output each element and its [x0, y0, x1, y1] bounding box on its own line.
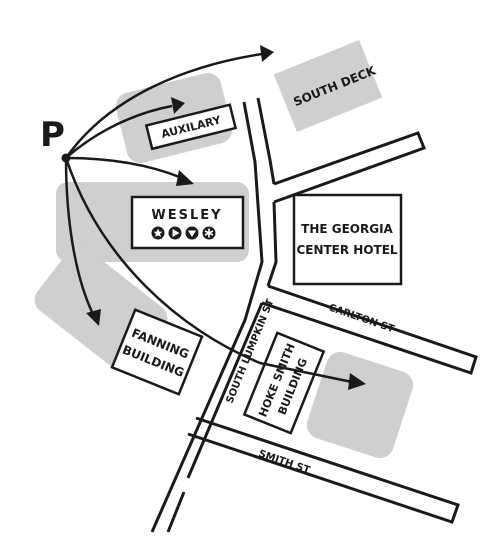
georgia-center-label-line1: THE GEORGIA [301, 222, 393, 236]
south-lumpkin-right-upper [256, 97, 276, 185]
georgia-center-label-line2: CENTER HOTEL [296, 243, 397, 257]
arrow-to-wesley [65, 156, 183, 180]
road-network [150, 97, 478, 533]
arrowhead-south-deck [260, 45, 274, 62]
south-lumpkin-right-lower [186, 302, 264, 479]
upper-cross-street [273, 131, 426, 204]
arrow-to-fanning [64, 157, 94, 313]
hoke-smith-parking-zone [306, 351, 414, 459]
asterisk-in-circle-icon [202, 226, 216, 240]
carlton-street-label: CARLTON ST [327, 302, 396, 335]
down-triangle-in-circle-icon [185, 226, 199, 240]
star-in-circle-icon [151, 226, 165, 240]
arrowhead-wesley [176, 170, 194, 186]
carlton-street [261, 284, 478, 375]
arrowhead-auxilary [171, 97, 185, 114]
smith-street [187, 416, 460, 524]
auxilary-building: AUXILARY [144, 103, 238, 151]
arrow-to-hoke-smith [64, 157, 353, 384]
parking-p-label: P [40, 115, 65, 155]
play-in-circle-icon [168, 226, 182, 240]
south-lumpkin-right-middle [266, 201, 278, 287]
direction-arrows [64, 45, 366, 390]
wesley-building: WESLEY [130, 195, 245, 250]
wesley-label: WESLEY [151, 208, 222, 223]
south-deck-building [273, 40, 383, 132]
south-lumpkin-right-bottom [166, 491, 186, 533]
fanning-building: FANNING BUILDING [110, 308, 204, 396]
arrow-to-south-deck [64, 52, 263, 159]
arrow-to-auxilary [65, 104, 173, 159]
south-lumpkin-left-edge [150, 101, 264, 533]
arrowhead-fanning [86, 309, 101, 326]
georgia-center-hotel-building: THE GEORGIA CENTER HOTEL [292, 193, 403, 286]
arrowhead-hoke-smith [348, 373, 366, 390]
